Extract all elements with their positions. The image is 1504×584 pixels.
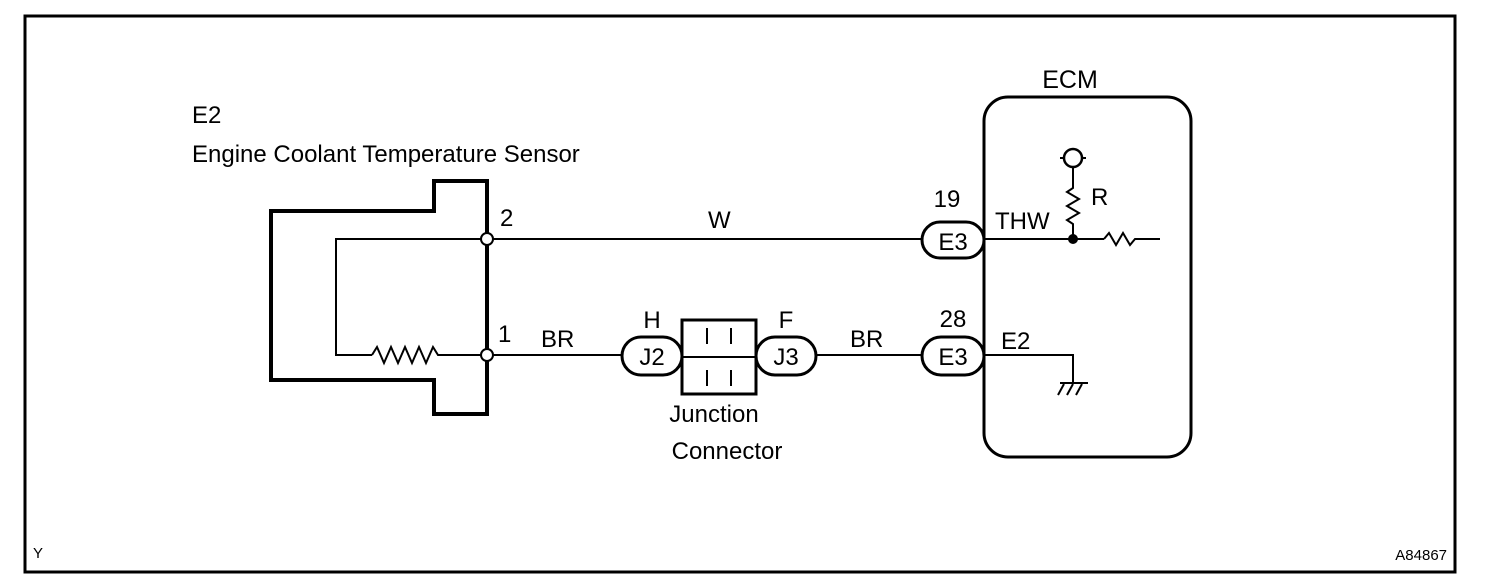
junction-label-line2: Connector	[672, 438, 783, 465]
ecm-pullup-resistor-icon	[1065, 167, 1081, 239]
sensor-pin-2	[480, 232, 494, 246]
connector-j2-label: J2	[639, 344, 664, 371]
ecm-ground-line	[984, 354, 1074, 383]
junction-pin-f: F	[779, 307, 794, 334]
wire-w-label: W	[708, 207, 731, 234]
wire-br-right-label: BR	[850, 326, 883, 353]
ecm-title: ECM	[1042, 66, 1098, 94]
sensor-name: Engine Coolant Temperature Sensor	[192, 141, 580, 168]
connector-j3-label: J3	[773, 344, 798, 371]
ecm-resistor-icon	[1103, 231, 1160, 247]
sensor-pin-2-label: 2	[500, 205, 513, 232]
wire-br-left-label: BR	[541, 326, 574, 353]
ecm-signal-thw: THW	[995, 208, 1050, 235]
ecm-pin-19: 19	[934, 186, 961, 213]
sensor-thermistor-icon	[371, 344, 487, 366]
ecm-signal-e2: E2	[1001, 328, 1030, 355]
ecm-vref-terminal-icon	[1062, 147, 1084, 169]
ecm-resistor-label: R	[1091, 184, 1108, 211]
figure-id: A84867	[1395, 547, 1447, 564]
sensor-pin-1	[480, 348, 494, 362]
sensor-internal-wire	[335, 238, 487, 356]
junction-label-line1: Junction	[669, 401, 758, 428]
ecm-connector-e3-thw-label: E3	[938, 229, 967, 256]
ecm-box	[982, 95, 1193, 459]
ecm-connector-e3-e2-label: E3	[938, 344, 967, 371]
junction-pin-h: H	[643, 307, 660, 334]
diagram-frame	[23, 14, 1457, 574]
ground-hatch	[1057, 383, 1065, 396]
ground-hatch	[1066, 383, 1074, 396]
footer-left-mark: Y	[33, 545, 43, 562]
sensor-code: E2	[192, 102, 221, 129]
sensor-pin-1-label: 1	[498, 321, 511, 348]
ecm-pin-28: 28	[940, 306, 967, 333]
sensor-body	[269, 179, 489, 416]
ground-hatch	[1075, 383, 1083, 396]
